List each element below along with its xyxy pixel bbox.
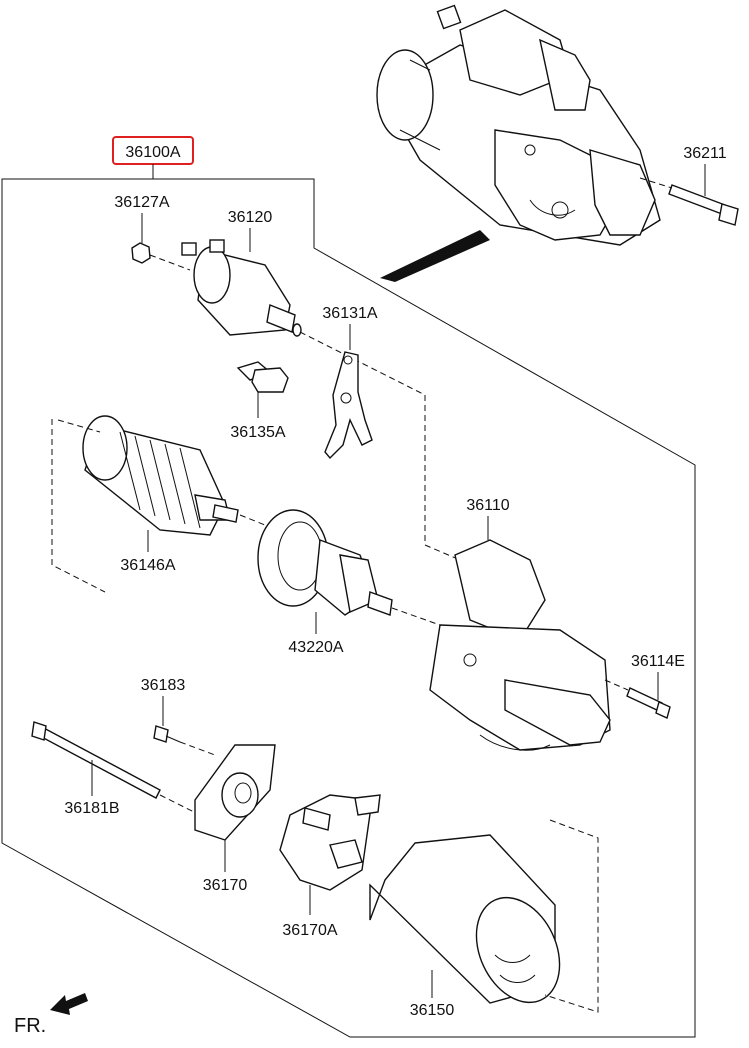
nut-36127A[interactable] [131, 242, 151, 264]
armature-bracket [51, 419, 106, 593]
gear-43220A[interactable] [257, 509, 393, 616]
part-label-36110[interactable]: 36110 [466, 497, 509, 514]
part-label-36131A[interactable]: 36131A [322, 305, 377, 322]
part-label-43220A[interactable]: 43220A [288, 639, 343, 656]
yoke-bracket [544, 819, 599, 1013]
part-label-36114E[interactable]: 36114E [631, 653, 685, 670]
front-arrow-icon [50, 993, 88, 1015]
axis-36181B [159, 794, 201, 816]
part-label-36127A[interactable]: 36127A [114, 194, 169, 211]
axis-36114E [604, 679, 629, 691]
bolt-36114E[interactable] [626, 687, 671, 719]
lever-36131A[interactable] [324, 351, 373, 460]
axis-36211 [639, 177, 673, 189]
axis-36183 [179, 741, 216, 756]
housing-36110[interactable] [429, 539, 611, 751]
part-label-36183[interactable]: 36183 [141, 677, 186, 694]
armature-36146A[interactable] [82, 415, 239, 536]
through-bolt-36181B[interactable] [31, 721, 161, 799]
axis-36127A [149, 254, 191, 271]
part-label-36170[interactable]: 36170 [203, 877, 248, 894]
end-plate-36170[interactable] [194, 744, 276, 841]
bolt-36211[interactable] [668, 184, 739, 226]
part-label-36146A[interactable]: 36146A [120, 557, 175, 574]
plug-36135A[interactable] [236, 361, 289, 393]
part-label-36120[interactable]: 36120 [228, 209, 273, 226]
part-label-36135A[interactable]: 36135A [230, 424, 285, 441]
axis-43220A [391, 607, 441, 626]
part-label-36170A[interactable]: 36170A [282, 922, 337, 939]
assembly-label[interactable]: 36100A [125, 144, 180, 161]
part-label-36181B[interactable]: 36181B [64, 800, 119, 817]
assembly-boundary [1, 178, 696, 1038]
part-label-36150[interactable]: 36150 [410, 1002, 455, 1019]
assembly-pointer [380, 230, 490, 282]
axis-36146A-left [57, 419, 101, 433]
brush-holder-36170A[interactable] [279, 794, 381, 891]
part-label-36211[interactable]: 36211 [683, 145, 726, 162]
yoke-36150[interactable] [369, 834, 576, 1016]
axis-36146A-right [239, 514, 266, 526]
solenoid-36120[interactable] [181, 239, 302, 337]
screw-36183[interactable] [153, 725, 181, 743]
front-label: FR. [14, 1015, 46, 1037]
axis-36120 [299, 331, 461, 561]
complete-starter-illustration [376, 4, 661, 246]
